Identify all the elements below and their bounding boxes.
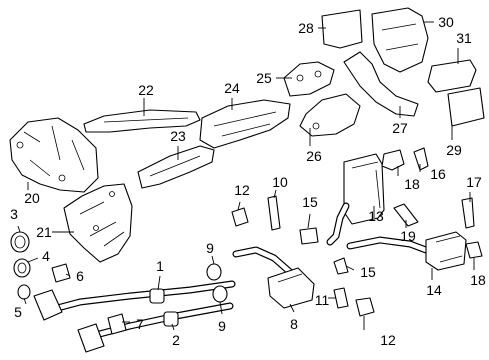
part-24-heat-shield (199, 99, 291, 149)
catalytic-converter-left (33, 289, 105, 353)
part-16-bracket (413, 147, 429, 171)
part-20-heat-shield (9, 117, 99, 193)
callout-24: 24 (224, 80, 240, 96)
part-10-bracket (267, 195, 281, 231)
callout-28: 28 (298, 20, 314, 36)
part-25-bracket (283, 61, 335, 97)
part-26-heat-shield (299, 93, 361, 137)
part-21-heat-shield (63, 183, 133, 263)
callout-11: 11 (314, 292, 330, 308)
callout-7: 7 (136, 316, 144, 332)
callout-19: 19 (400, 228, 416, 244)
callout-6: 6 (76, 268, 84, 284)
callout-29: 29 (446, 142, 462, 158)
callout-3: 3 (10, 206, 18, 222)
part-23-heat-shield (137, 145, 215, 189)
part-29-heat-shield (447, 87, 485, 127)
callout-30: 30 (438, 14, 454, 30)
callout-18-right: 18 (470, 272, 486, 288)
callout-20: 20 (24, 190, 40, 206)
part-15-mount (299, 227, 319, 245)
part-12-clamp-bottom (355, 297, 375, 317)
callout-31: 31 (456, 30, 472, 46)
callout-13: 13 (368, 208, 384, 224)
callout-18-top: 18 (404, 176, 420, 192)
part-28-heat-shield (321, 9, 363, 49)
callout-15-top: 15 (302, 194, 318, 210)
callout-26: 26 (306, 148, 322, 164)
callout-27: 27 (392, 120, 408, 136)
part-6-bracket (51, 263, 71, 283)
part-30-heat-shield (371, 7, 429, 73)
part-1-front-pipe (46, 280, 236, 314)
part-8-resonator (232, 246, 315, 309)
callout-25: 25 (256, 70, 272, 86)
part-12-clamp (231, 207, 249, 227)
part-7-bracket (107, 313, 127, 335)
part-15-mount-right (333, 257, 349, 275)
callout-8: 8 (290, 316, 298, 332)
part-22-heat-shield (83, 109, 201, 133)
part-18-clamp (381, 149, 405, 171)
callout-10: 10 (272, 174, 288, 190)
part-4-gasket (13, 258, 31, 278)
callout-5: 5 (14, 304, 22, 320)
callout-22: 22 (138, 82, 154, 98)
callout-15-right: 15 (360, 264, 376, 280)
callout-21: 21 (36, 224, 52, 240)
callout-12-top: 12 (234, 182, 250, 198)
callout-1: 1 (156, 258, 164, 274)
callout-16: 16 (430, 166, 446, 182)
part-11-bracket (333, 287, 349, 309)
callout-23: 23 (170, 128, 186, 144)
part-5-gasket (17, 284, 31, 300)
part-14-muffler (346, 231, 467, 271)
callout-14: 14 (426, 282, 442, 298)
leader-lines (17, 21, 475, 331)
callout-9-bottom: 9 (218, 318, 226, 334)
callout-9-top: 9 (206, 240, 214, 256)
callout-12-bottom: 12 (380, 332, 396, 348)
part-18-clamp-right (465, 241, 483, 259)
callout-4: 4 (42, 248, 50, 264)
callout-2: 2 (172, 332, 180, 348)
part-19-bracket (393, 203, 419, 227)
part-17-bracket (461, 197, 475, 229)
part-3-gasket (10, 231, 30, 253)
part-13-pipe (326, 202, 350, 246)
callout-17: 17 (466, 174, 482, 190)
part-31-heat-shield (427, 59, 477, 93)
part-27-heat-shield (343, 51, 419, 117)
